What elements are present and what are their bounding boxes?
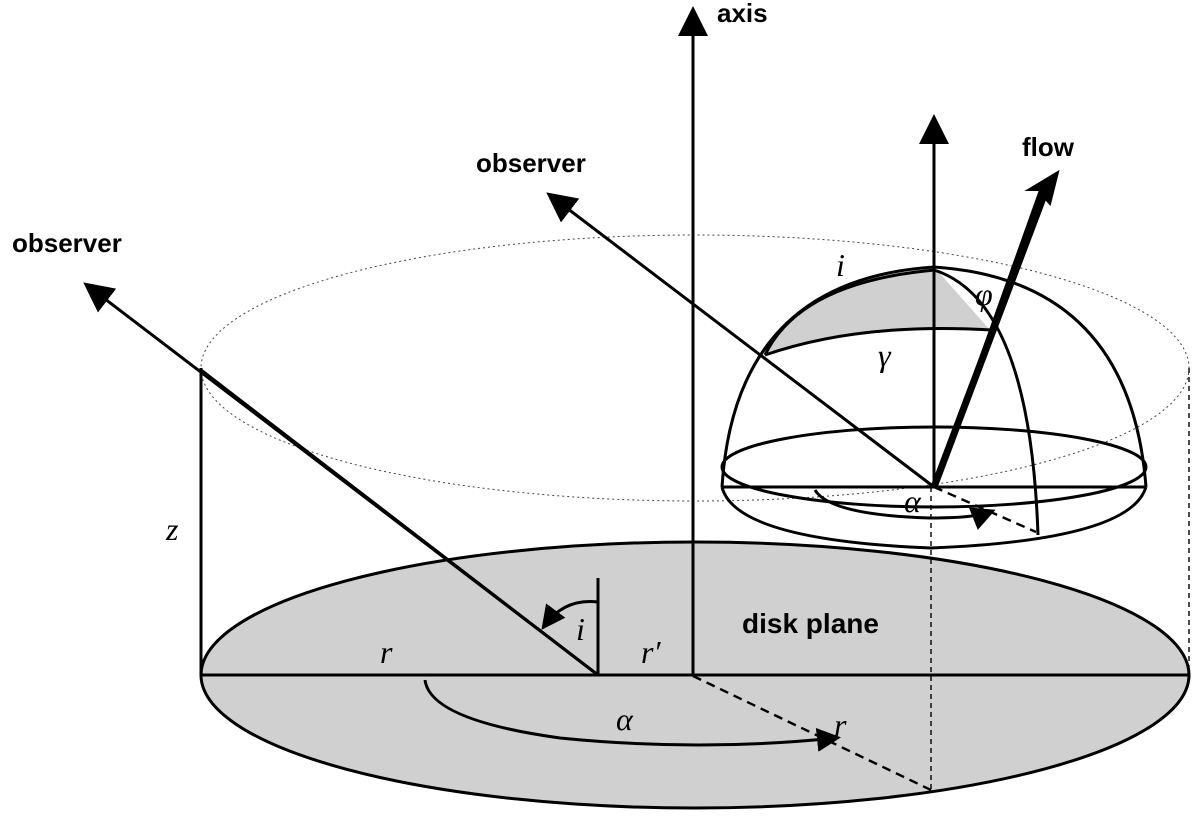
observer-upper-label: observer (476, 148, 586, 178)
r-prime-label: r′ (641, 634, 661, 670)
gamma-label: γ (878, 337, 892, 373)
observer-left-label: observer (12, 228, 122, 258)
phi-label: φ (975, 276, 993, 312)
i-hemisphere-label: i (836, 247, 845, 283)
gamma-latitude-arc (764, 326, 993, 357)
axis-label: axis (717, 0, 768, 28)
z-label: z (165, 511, 179, 547)
i-angle-arc (541, 599, 599, 630)
alpha-hemisphere-arc (813, 489, 996, 530)
observer-left-arrow (83, 282, 599, 677)
flow-meridian-arc (933, 268, 1040, 536)
r-left-label: r (380, 634, 393, 670)
flow-arrow-shaft (930, 188, 1050, 489)
r-dashed-label: r (834, 707, 847, 743)
hemisphere-lower-rim (720, 486, 1148, 550)
observer-upper-line (546, 192, 935, 489)
upper-dotted-ellipse (200, 234, 1190, 502)
hemisphere-dashed-radius (933, 485, 1037, 534)
flow-label: flow (1022, 132, 1075, 162)
alpha-disk-label: α (616, 701, 634, 737)
alpha-hemisphere-label: α (904, 483, 922, 519)
disk-plane-label: disk plane (742, 608, 879, 639)
i-disk-label: i (576, 611, 585, 647)
hemisphere (546, 114, 1148, 550)
i-meridian-arc (763, 268, 936, 356)
alpha-disk-arc (423, 679, 841, 752)
